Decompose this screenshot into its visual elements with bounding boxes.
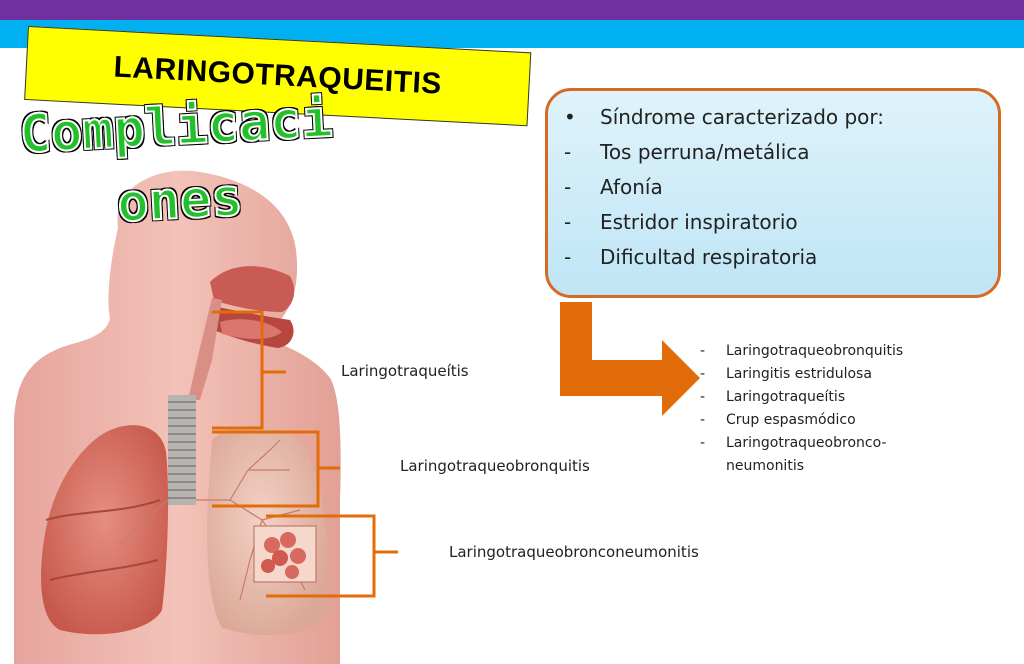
dash-marker: - <box>700 389 706 405</box>
list-item-text: Laringitis estridulosa <box>726 366 872 382</box>
list-item-continuation: neumonitis <box>700 455 1000 478</box>
arrow-icon <box>560 302 700 416</box>
syndrome-item-text: Tos perruna/metálica <box>600 140 810 164</box>
alveoli-inset <box>253 525 317 583</box>
list-item-text: neumonitis <box>726 458 804 474</box>
bracket-lines <box>212 310 398 598</box>
label-lungs: Laringotraqueobronconeumonitis <box>449 543 699 561</box>
trachea <box>168 395 196 505</box>
syndrome-item: - Dificultad respiratoria <box>564 245 980 280</box>
dash-marker: - <box>564 175 572 199</box>
syndrome-item-text: Dificultad respiratoria <box>600 245 818 269</box>
list-item: - Crup espasmódico <box>700 409 1000 432</box>
complications-list: - Laringotraqueobronquitis - Laringitis … <box>700 340 1000 478</box>
syndrome-info-box: • Síndrome caracterizado por: - Tos perr… <box>545 88 1001 298</box>
top-accent-bar-purple <box>0 0 1024 20</box>
dash-marker: - <box>700 366 706 382</box>
dash-marker: - <box>564 245 572 269</box>
list-item-text: Crup espasmódico <box>726 412 856 428</box>
dash-marker: - <box>700 412 706 428</box>
syndrome-item: • Síndrome caracterizado por: <box>564 105 980 140</box>
syndrome-item-text: Afonía <box>600 175 663 199</box>
nasal-cavity <box>210 266 295 312</box>
bracket-larynx <box>212 310 286 430</box>
syndrome-item-text: Estridor inspiratorio <box>600 210 798 234</box>
list-item: - Laringotraqueobronquitis <box>700 340 1000 363</box>
label-larynx: Laringotraqueítis <box>341 362 469 380</box>
list-item-text: Laringotraqueobronco- <box>726 435 887 451</box>
complications-heading: Complicaci ones <box>4 81 351 247</box>
list-item: - Laringitis estridulosa <box>700 363 1000 386</box>
syndrome-item: - Afonía <box>564 175 980 210</box>
list-item: - Laringotraqueobronco- <box>700 432 1000 455</box>
syndrome-item: - Tos perruna/metálica <box>564 140 980 175</box>
bullet-marker: • <box>564 105 576 129</box>
dash-marker: - <box>564 210 572 234</box>
list-item-text: Laringotraqueítis <box>726 389 846 405</box>
pharynx <box>188 298 222 400</box>
dash-marker: - <box>700 435 706 451</box>
list-item: - Laringotraqueítis <box>700 386 1000 409</box>
syndrome-item-text: Síndrome caracterizado por: <box>600 105 885 129</box>
label-bronchi: Laringotraqueobronquitis <box>400 457 590 475</box>
list-item-text: Laringotraqueobronquitis <box>726 343 904 359</box>
tongue <box>220 319 282 339</box>
syndrome-item: - Estridor inspiratorio <box>564 210 980 245</box>
bracket-lungs <box>266 514 398 598</box>
bracket-bronchi <box>212 430 340 508</box>
dash-marker: - <box>700 343 706 359</box>
left-lung <box>41 425 169 635</box>
dash-marker: - <box>564 140 572 164</box>
